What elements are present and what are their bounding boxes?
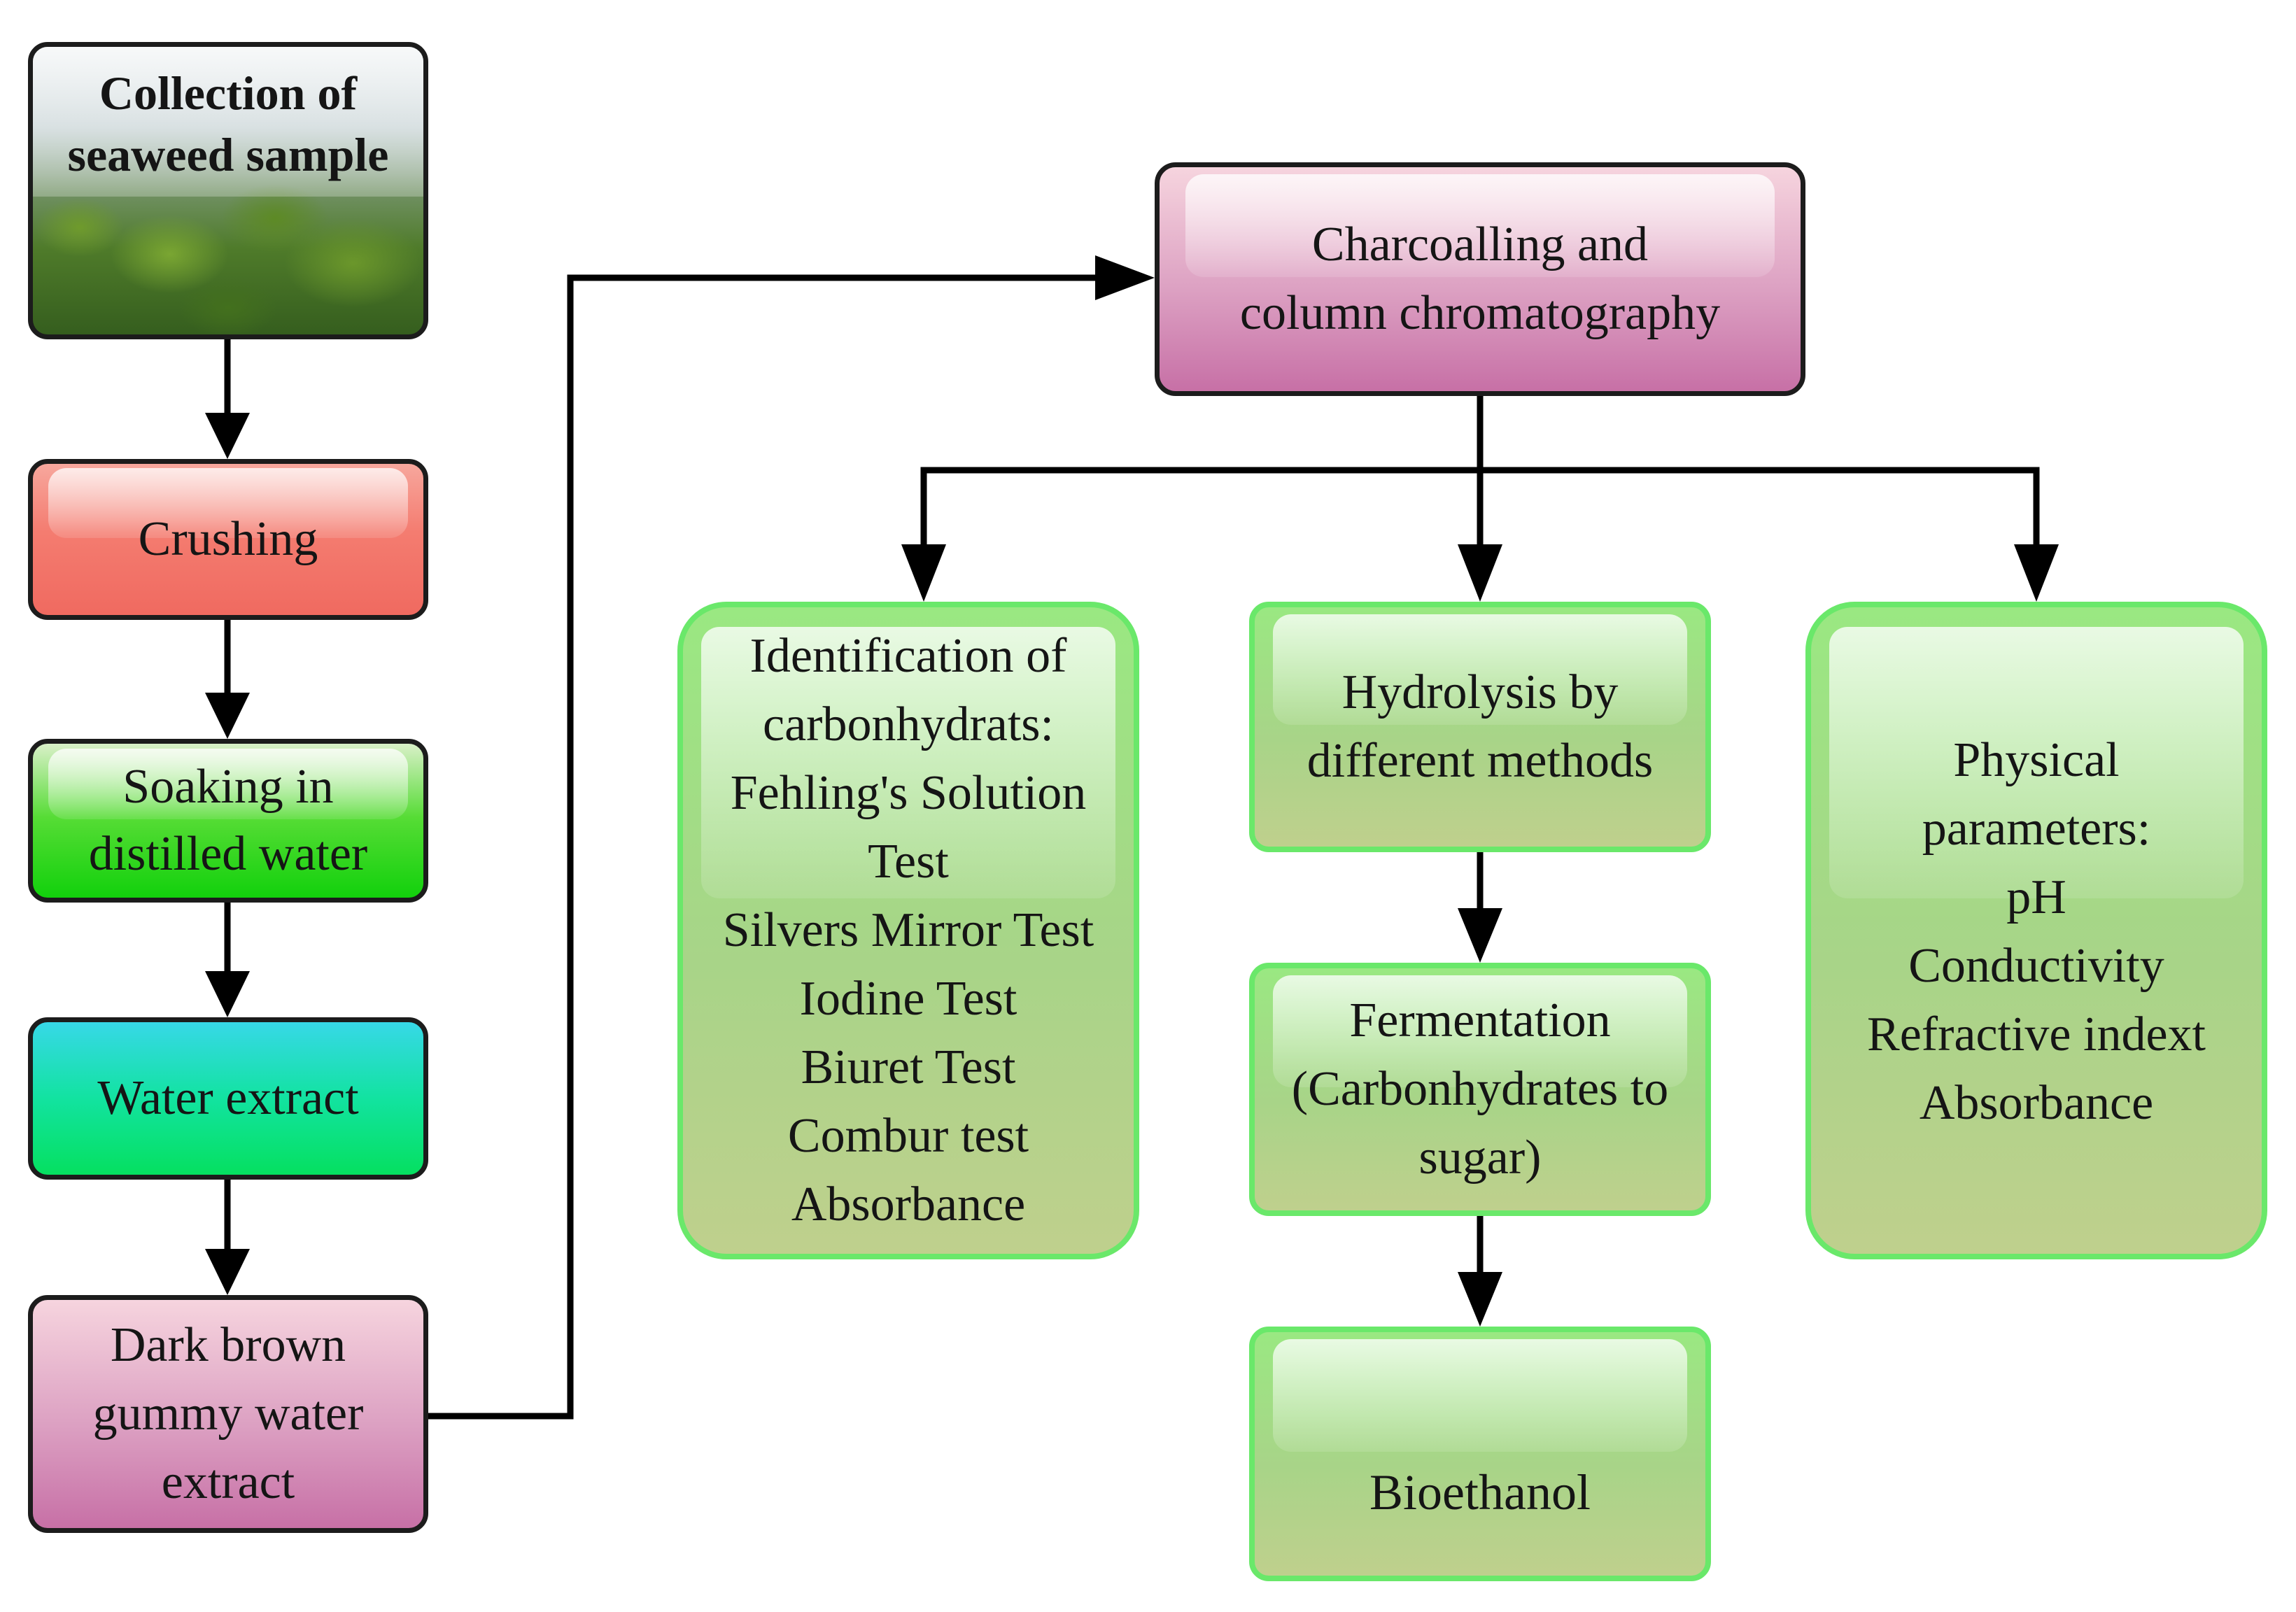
node-physical-line-6: Absorbance	[1919, 1076, 2154, 1130]
node-crushing: Crushing	[28, 459, 428, 620]
arrowhead-identification	[901, 544, 946, 602]
node-dark-brown-line-3: extract	[161, 1455, 295, 1509]
node-fermentation-line-2: (Carbonhydrates to	[1291, 1062, 1669, 1116]
node-soaking: Soaking in distilled water	[28, 739, 428, 903]
node-dark-brown-line-1: Dark brown	[110, 1318, 346, 1372]
arrowhead-darkbrown	[205, 1249, 250, 1295]
node-identification-line-6: Iodine Test	[799, 972, 1017, 1026]
node-identification: Identification of carbonhydrats: Fehling…	[677, 602, 1139, 1259]
node-soaking-line-1: Soaking in	[122, 760, 334, 814]
node-hydrolysis-line-2: different methods	[1307, 734, 1654, 788]
connector-branch-bar	[920, 467, 2040, 553]
node-physical: Physical parameters: pH Conductivity Ref…	[1805, 602, 2267, 1259]
node-bioethanol-label: Bioethanol	[1369, 1464, 1591, 1520]
node-identification-line-2: carbonhydrats:	[763, 698, 1054, 751]
node-collection: Collection of seaweed sample	[28, 42, 428, 339]
node-charcoalling-line-1: Charcoalling and	[1311, 218, 1649, 271]
node-physical-line-2: parameters:	[1922, 802, 2151, 856]
node-charcoalling-line-2: column chromatography	[1239, 286, 1721, 340]
arrowhead-physical	[2014, 544, 2059, 602]
node-fermentation-line-1: Fermentation	[1349, 994, 1611, 1047]
arrowhead-charcoalling	[1095, 255, 1155, 300]
node-hydrolysis: Hydrolysis by different methods	[1249, 602, 1711, 852]
arrowhead-crushing	[205, 413, 250, 459]
node-charcoalling: Charcoalling and column chromatography	[1155, 162, 1805, 396]
arrowhead-fermentation	[1458, 908, 1502, 963]
node-identification-line-7: Biuret Test	[801, 1040, 1016, 1094]
node-collection-line-1: Collection of	[99, 66, 358, 120]
node-water-extract: Water extract	[28, 1017, 428, 1180]
node-identification-line-1: Identification of	[749, 629, 1067, 683]
node-physical-line-3: pH	[2006, 870, 2066, 924]
node-water-extract-label: Water extract	[97, 1071, 359, 1125]
node-soaking-line-2: distilled water	[88, 827, 368, 881]
node-bioethanol: Bioethanol	[1249, 1327, 1711, 1581]
node-identification-line-9: Absorbance	[791, 1178, 1026, 1231]
node-identification-line-3: Fehling's Solution	[730, 766, 1087, 820]
node-fermentation-line-3: sugar)	[1418, 1131, 1542, 1185]
arrowhead-soaking	[205, 693, 250, 739]
arrowhead-bioethanol	[1458, 1272, 1502, 1327]
node-dark-brown-line-2: gummy water	[92, 1387, 364, 1441]
node-identification-line-8: Combur test	[787, 1109, 1029, 1163]
node-identification-line-5: Silvers Mirror Test	[722, 903, 1094, 957]
node-physical-line-1: Physical	[1953, 733, 2120, 787]
node-collection-line-2: seaweed sample	[67, 128, 389, 181]
node-physical-line-4: Conductivity	[1908, 939, 2164, 993]
node-physical-line-5: Refractive indext	[1867, 1008, 2206, 1061]
node-identification-line-4: Test	[868, 835, 949, 889]
node-fermentation: Fermentation (Carbonhydrates to sugar)	[1249, 963, 1711, 1216]
arrowhead-hydrolysis	[1458, 544, 1502, 602]
node-dark-brown-extract: Dark brown gummy water extract	[28, 1295, 428, 1533]
node-hydrolysis-line-1: Hydrolysis by	[1341, 665, 1619, 719]
node-crushing-label: Crushing	[138, 512, 318, 566]
arrowhead-water	[205, 971, 250, 1017]
arrow-darkbrown-to-charcoalling	[428, 274, 1106, 1420]
